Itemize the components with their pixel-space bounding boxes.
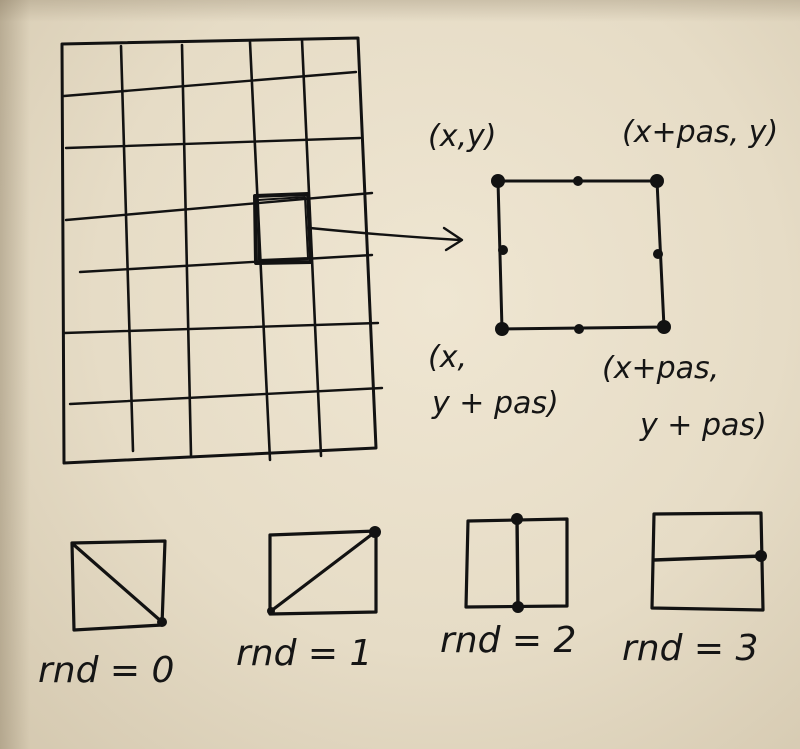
corner-dot-bottom-right xyxy=(657,320,671,334)
corner-dot-bottom-left xyxy=(495,322,509,336)
case-dot xyxy=(512,601,524,613)
arrow-head xyxy=(442,226,464,252)
label-top-left: (x,y) xyxy=(428,119,496,154)
label-bottom-right-line2: y + pas) xyxy=(639,408,767,443)
grid-hline xyxy=(78,253,374,274)
case-label: rnd = 1 xyxy=(236,633,372,674)
label-bottom-left-line2: y + pas) xyxy=(431,386,559,421)
case-line-horizontal-middle xyxy=(652,554,764,562)
mid-dot-left xyxy=(498,245,508,255)
grid-vline xyxy=(248,40,272,462)
zoomed-cell xyxy=(491,174,671,336)
zoom-arrow xyxy=(308,226,464,252)
case-dot xyxy=(267,607,275,615)
grid xyxy=(60,36,384,465)
label-bottom-right-line1: (x+pas, xyxy=(602,351,719,386)
grid-vline xyxy=(119,44,135,453)
case-line-vertical-middle xyxy=(515,516,520,610)
case-rnd-1: rnd = 1 xyxy=(236,526,381,674)
case-line-diagonal-down xyxy=(72,543,164,624)
grid-hline xyxy=(64,191,374,222)
highlighted-cell-retrace xyxy=(257,196,309,261)
mid-dot-bottom xyxy=(574,324,584,334)
grid-vline xyxy=(180,43,193,457)
case-dot xyxy=(511,513,523,525)
case-box xyxy=(268,529,378,616)
corner-labels: (x,y) (x+pas, y) (x, y + pas) (x+pas, y … xyxy=(428,115,778,443)
grid-hline xyxy=(68,386,384,406)
mid-dot-right xyxy=(653,249,663,259)
grid-hline xyxy=(62,70,358,98)
mid-dot-top xyxy=(573,176,583,186)
case-dot xyxy=(755,550,767,562)
arrow-shaft xyxy=(308,226,462,242)
case-rnd-2: rnd = 2 xyxy=(440,513,576,661)
case-line-diagonal-up xyxy=(269,530,377,613)
highlighted-cell xyxy=(253,192,313,265)
page-shadow-top xyxy=(0,0,800,22)
case-label: rnd = 3 xyxy=(622,628,758,669)
corner-dot-top-left xyxy=(491,174,505,188)
case-rnd-3: rnd = 3 xyxy=(622,511,767,669)
zoomed-cell-outline xyxy=(496,179,666,331)
grid-outline xyxy=(60,36,378,465)
case-box xyxy=(650,511,765,612)
case-label: rnd = 0 xyxy=(38,650,174,691)
case-label: rnd = 2 xyxy=(440,620,576,661)
case-box xyxy=(464,517,569,609)
corner-dot-top-right xyxy=(650,174,664,188)
case-rnd-0: rnd = 0 xyxy=(38,539,174,691)
grid-hline xyxy=(62,321,380,335)
grid-hline xyxy=(64,136,362,150)
case-dot xyxy=(369,526,381,538)
label-bottom-left-line1: (x, xyxy=(428,340,467,375)
label-top-right: (x+pas, y) xyxy=(622,115,778,150)
case-dot xyxy=(157,617,167,627)
page-shadow-left xyxy=(0,0,30,749)
